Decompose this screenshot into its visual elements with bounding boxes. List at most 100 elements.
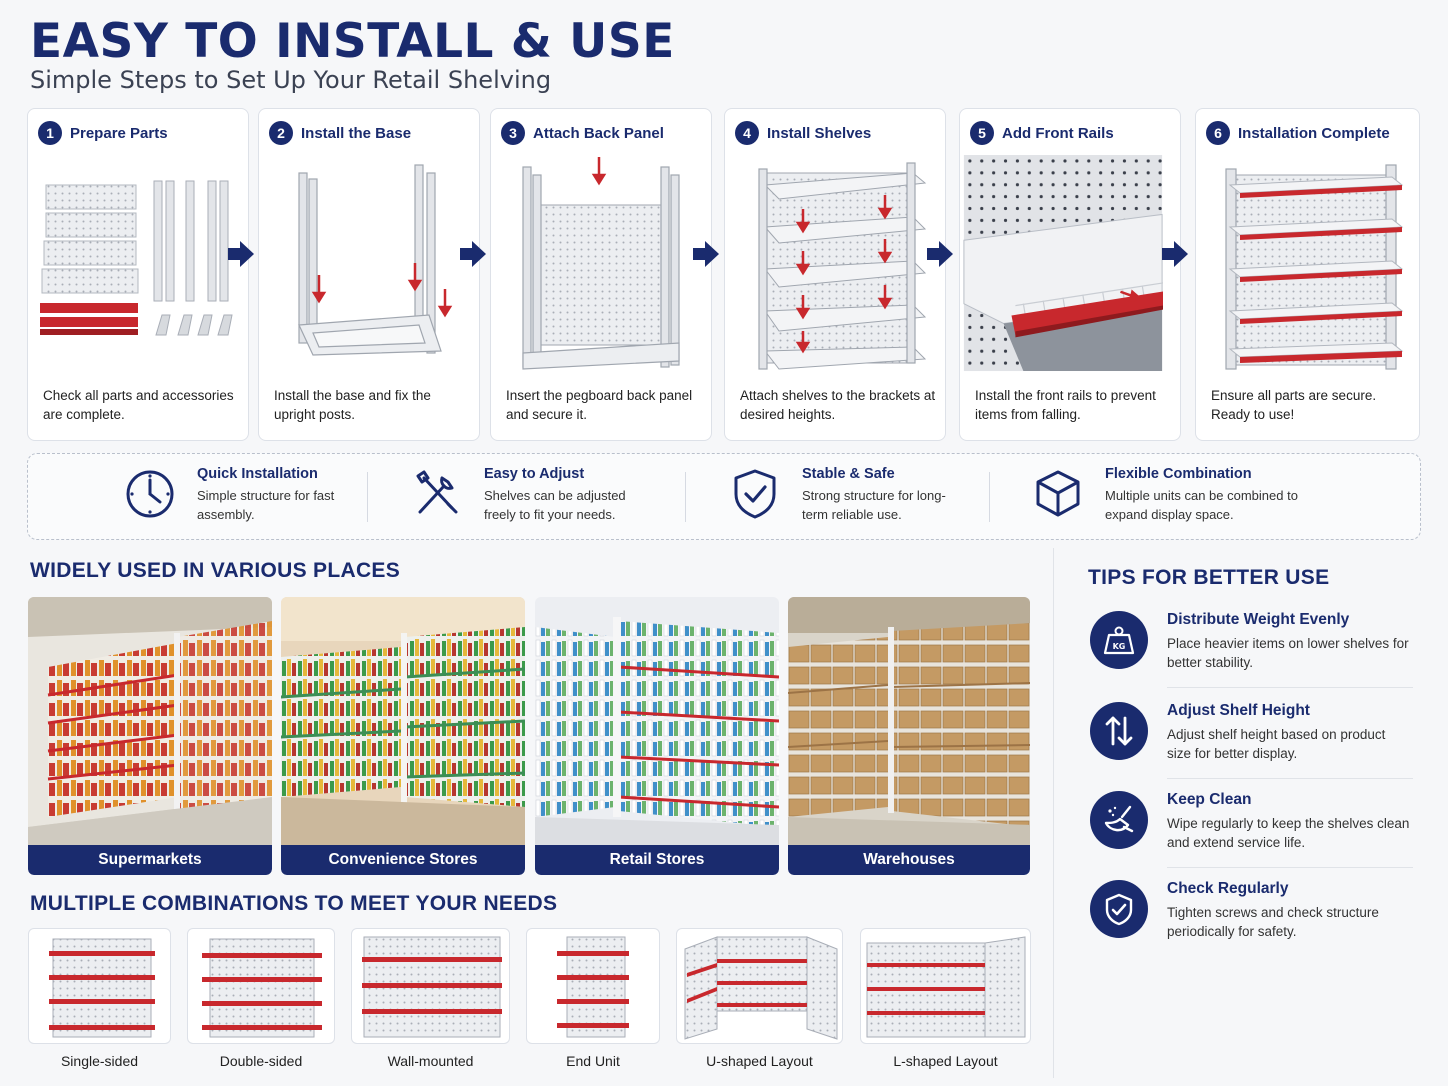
step-card-add-front-rails: 5 Add Front Rails Install the front rails… (959, 108, 1181, 441)
tip-title: Keep Clean (1167, 791, 1252, 808)
combo-end-unit: End Unit (526, 928, 660, 1069)
place-retail-stores: Retail Stores (535, 597, 779, 875)
features-bar: Quick Installation Simple structure for … (27, 453, 1421, 540)
l-shaped-illustration (866, 936, 1026, 1038)
tools-icon (416, 470, 458, 514)
step-title: Attach Back Panel (533, 124, 664, 142)
place-label: Supermarkets (28, 845, 272, 875)
tip-title: Check Regularly (1167, 880, 1289, 897)
completed-shelf-illustration (1225, 164, 1404, 370)
feature-title: Flexible Combination (1105, 466, 1252, 482)
step-description: Insert the pegboard back panel and secur… (506, 388, 693, 422)
combo-u-shaped: U-shaped Layout (676, 928, 843, 1069)
combo-label: Single-sided (60, 1053, 139, 1069)
step-description: Ensure all parts are secure. Ready to us… (1211, 388, 1377, 422)
place-warehouses: Warehouses (788, 597, 1030, 875)
front-rail-illustration (963, 155, 1163, 372)
cube-icon (1036, 470, 1080, 517)
tips-section-title: TIPS FOR BETTER USE (1088, 566, 1330, 589)
tip-description: Adjust shelf height based on product siz… (1167, 727, 1386, 761)
u-shaped-illustration (684, 936, 838, 1040)
page-title: EASY TO INSTALL & USE (30, 14, 675, 69)
step-card-prepare-parts: 1 Prepare Parts Check all parts and acces… (27, 108, 249, 441)
step-number: 6 (1206, 121, 1230, 145)
places-section-title: WIDELY USED IN VARIOUS PLACES (30, 559, 401, 582)
weight-kg-icon: KG (1090, 611, 1148, 669)
step-title: Add Front Rails (1002, 124, 1114, 142)
tip-keep-clean: Keep Clean Wipe regularly to keep the sh… (1088, 791, 1414, 881)
place-label: Retail Stores (535, 845, 779, 875)
divider (989, 472, 990, 522)
divider (1167, 687, 1413, 688)
arrow-right-icon (228, 241, 254, 267)
combo-label: L-shaped Layout (893, 1053, 998, 1069)
step-number: 2 (269, 121, 293, 145)
combo-label: End Unit (566, 1053, 620, 1069)
step-number: 4 (735, 121, 759, 145)
divider (367, 472, 368, 522)
combo-double-sided: Double-sided (187, 928, 335, 1069)
clock-icon (126, 470, 174, 518)
tip-description: Wipe regularly to keep the shelves clean… (1167, 816, 1410, 850)
step-card-installation-complete: 6 Installation Complete Ensure all parts … (1195, 108, 1420, 441)
double-sided-illustration (202, 938, 322, 1038)
tip-adjust-height: Adjust Shelf Height Adjust shelf height … (1088, 702, 1414, 792)
combinations-gallery: Single-sided Double-sided Wall-mounted E… (28, 928, 1031, 1073)
tip-description: Place heavier items on lower shelves for… (1167, 636, 1409, 670)
place-label: Convenience Stores (281, 845, 525, 875)
feature-description: Shelves can be adjusted freely to fit yo… (484, 488, 626, 522)
step-title: Install Shelves (767, 124, 872, 142)
shelves-illustration (758, 162, 927, 370)
supermarket-photo (28, 597, 272, 845)
arrow-right-icon (460, 241, 486, 267)
tip-title: Distribute Weight Evenly (1167, 611, 1350, 628)
feature-stable-safe: Stable & Safe Strong structure for long-… (728, 466, 952, 524)
feature-title: Easy to Adjust (484, 466, 585, 482)
place-supermarkets: Supermarkets (28, 597, 272, 875)
place-convenience-stores: Convenience Stores (281, 597, 525, 875)
step-card-attach-back-panel: 3 Attach Back Panel Insert the pegboard b… (490, 108, 712, 441)
step-description: Attach shelves to the brackets at desire… (740, 388, 936, 422)
step-description: Check all parts and accessories are comp… (43, 388, 234, 422)
feature-description: Strong structure for long-term reliable … (802, 488, 946, 522)
combo-label: U-shaped Layout (706, 1053, 813, 1069)
feature-title: Quick Installation (197, 466, 318, 482)
combinations-section-title: MULTIPLE COMBINATIONS TO MEET YOUR NEEDS (30, 892, 558, 915)
back-panel-illustration (522, 157, 680, 370)
feature-easy-adjust: Easy to Adjust Shelves can be adjusted f… (410, 466, 644, 524)
step-number: 5 (970, 121, 994, 145)
step-number: 1 (38, 121, 62, 145)
shield-check-icon (734, 469, 776, 519)
feature-quick-installation: Quick Installation Simple structure for … (123, 466, 337, 524)
combo-label: Wall-mounted (387, 1053, 474, 1069)
step-number: 3 (501, 121, 525, 145)
divider (685, 472, 686, 522)
places-gallery: Supermarkets Convenience Stores Retail S… (28, 597, 1030, 875)
divider (1167, 778, 1413, 779)
installation-steps: 1 Prepare Parts Check all parts and acces… (27, 108, 1421, 442)
divider (1053, 548, 1054, 1078)
step-title: Installation Complete (1238, 124, 1390, 142)
feature-title: Stable & Safe (802, 466, 895, 482)
step-description: Install the front rails to prevent items… (975, 388, 1156, 422)
retail-store-photo (535, 597, 779, 845)
combo-label: Double-sided (219, 1053, 303, 1069)
arrow-right-icon (927, 241, 953, 267)
warehouse-photo (788, 597, 1030, 845)
end-unit-illustration (557, 936, 629, 1038)
feature-description: Simple structure for fast assembly. (197, 488, 335, 522)
tip-description: Tighten screws and check structure perio… (1167, 905, 1379, 939)
divider (1167, 867, 1413, 868)
combo-wall-mounted: Wall-mounted (351, 928, 510, 1069)
arrow-right-icon (1162, 241, 1188, 267)
tip-title: Adjust Shelf Height (1167, 702, 1310, 719)
wall-mounted-illustration (362, 936, 502, 1038)
feature-description: Multiple units can be combined to expand… (1105, 488, 1298, 522)
kg-label: KG (1113, 642, 1126, 651)
convenience-store-photo (281, 597, 525, 845)
place-label: Warehouses (788, 845, 1030, 875)
cleaning-spray-icon (1090, 791, 1148, 849)
step-title: Prepare Parts (70, 124, 168, 142)
